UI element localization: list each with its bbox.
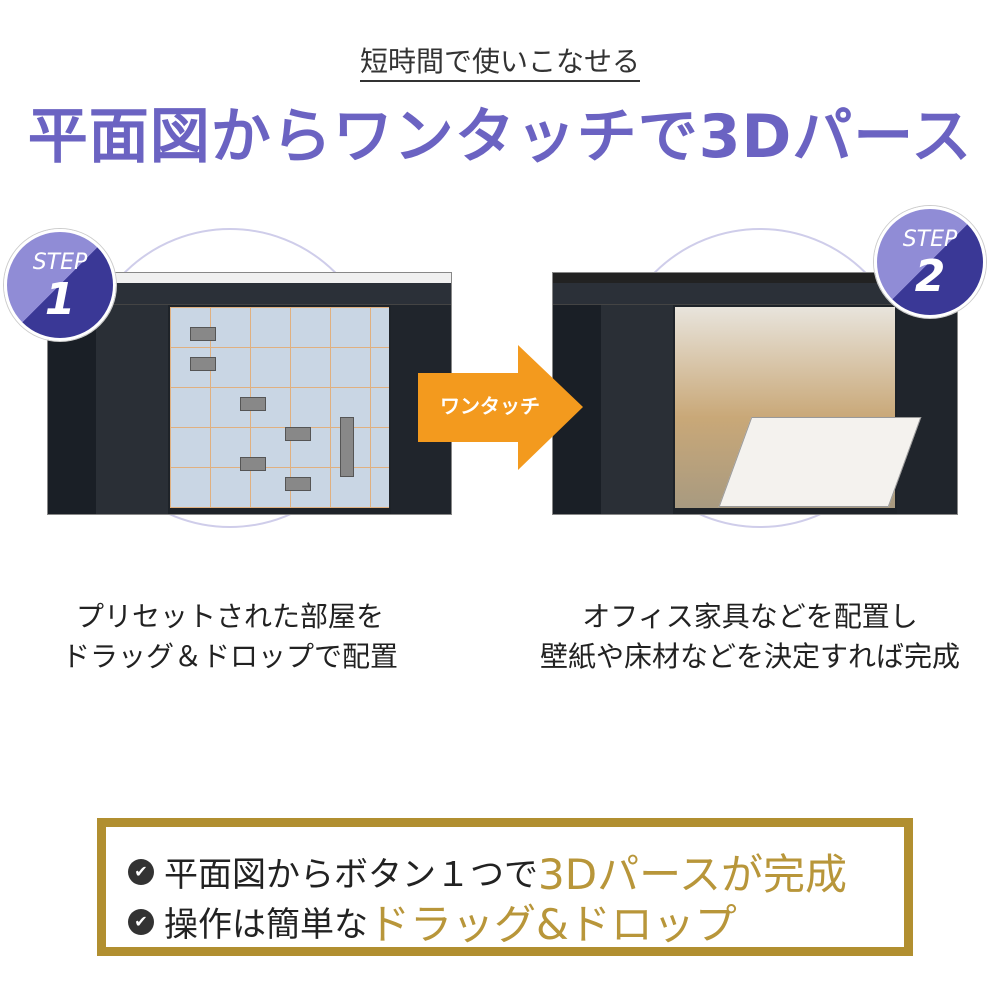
3d-render bbox=[675, 307, 922, 508]
step-2-caption: オフィス家具などを配置し 壁紙や床材などを決定すれば完成 bbox=[539, 600, 960, 673]
step-1-badge: STEP 1 bbox=[4, 229, 116, 341]
check-circle-icon: ✔ bbox=[128, 908, 154, 935]
arrow-label: ワンタッチ bbox=[440, 394, 540, 418]
step-2-badge: STEP 2 bbox=[874, 206, 986, 318]
screenshot-3d-view bbox=[552, 272, 958, 515]
subtitle: 短時間で使いこなせる bbox=[0, 40, 1000, 82]
feature-item: ✔ 操作は簡単なドラッグ&ドロップ bbox=[128, 891, 737, 952]
floor-plan bbox=[170, 307, 389, 508]
step-1-caption: プリセットされた部屋を ドラッグ＆ドロップで配置 bbox=[61, 600, 398, 673]
page-title: 平面図からワンタッチで3Dパース bbox=[27, 102, 973, 172]
arrow-right-icon bbox=[418, 345, 583, 470]
check-circle-icon: ✔ bbox=[128, 858, 154, 885]
screenshot-floor-plan bbox=[47, 272, 452, 515]
